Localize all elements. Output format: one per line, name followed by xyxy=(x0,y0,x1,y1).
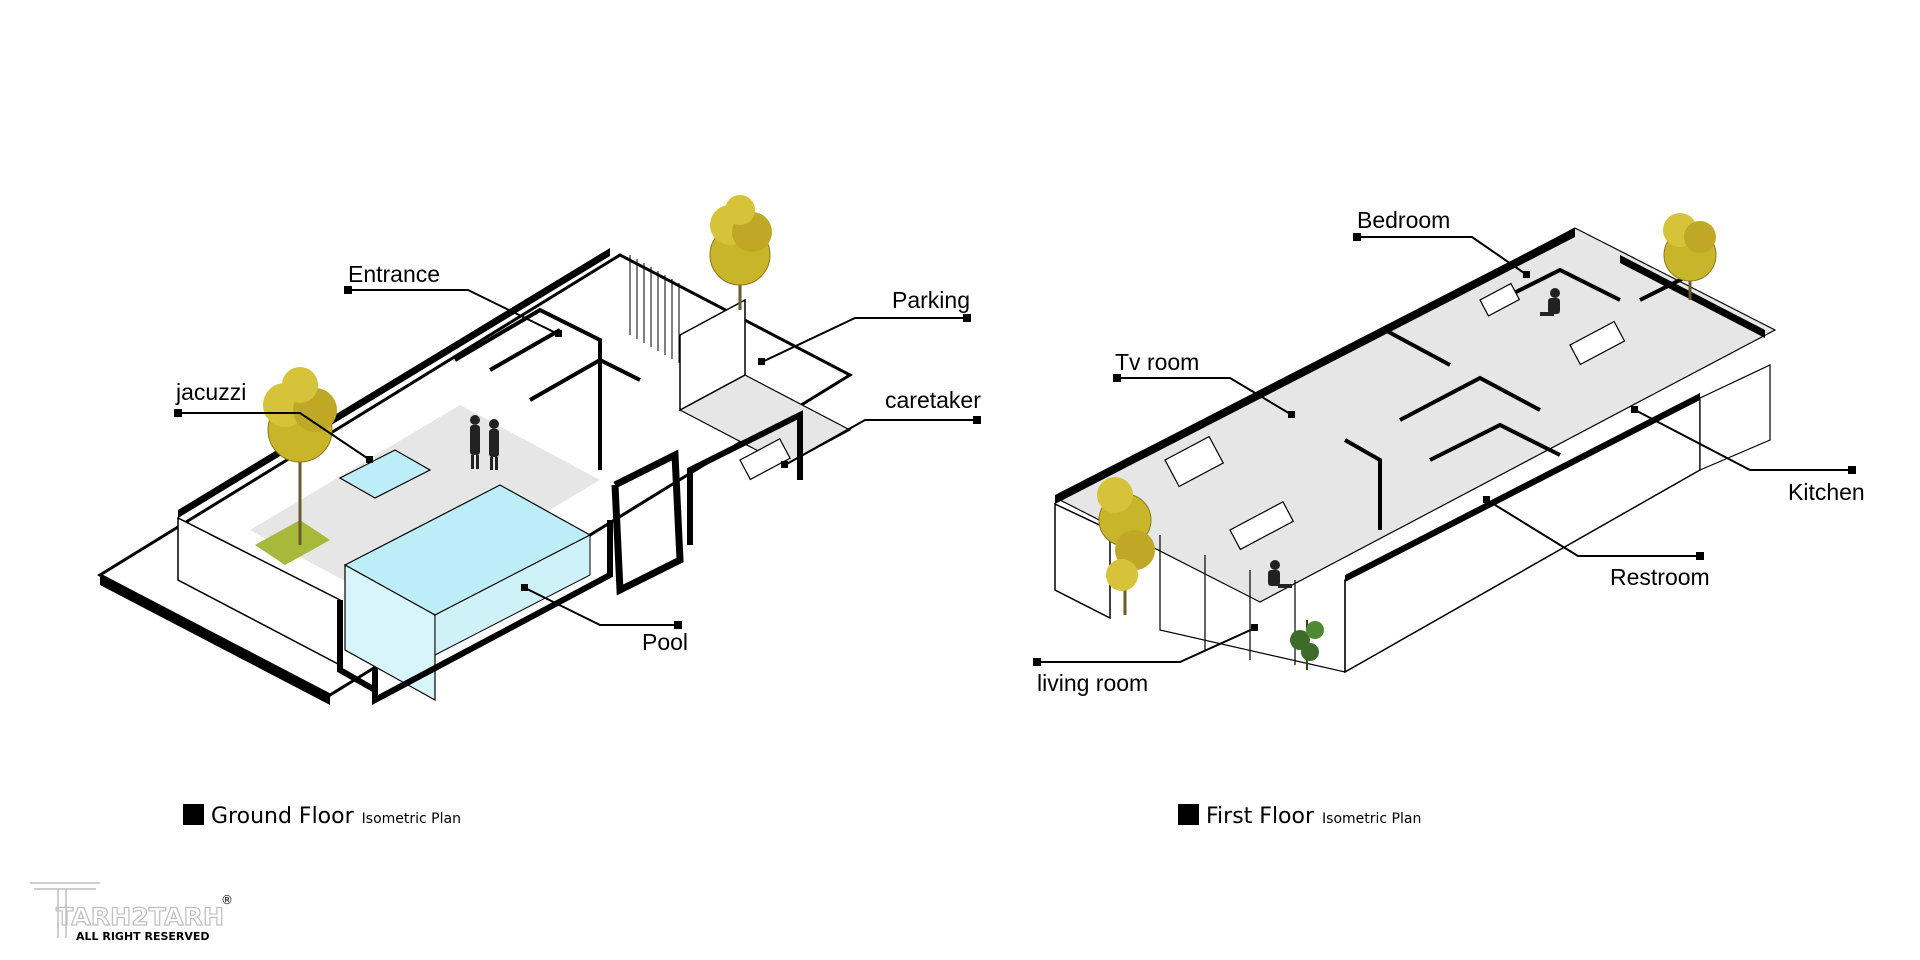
watermark-brand: TARH2TARH xyxy=(56,903,224,931)
jacuzzi-tub xyxy=(338,449,432,499)
label-living-room: living room xyxy=(1037,670,1148,696)
caption-square-ground xyxy=(183,804,204,825)
label-parking: Parking xyxy=(892,287,970,313)
brand-watermark: TARH2TARH ALL RIGHT RESERVED ® xyxy=(30,882,233,943)
first-floor-plan: Bedroom Tv room Kitchen Restroom living … xyxy=(1033,207,1865,696)
interior-walls-3 xyxy=(529,357,641,402)
first-back-wall-right xyxy=(1620,255,1765,338)
people-silhouettes xyxy=(470,415,499,470)
first-front-wall-edge xyxy=(1345,393,1700,582)
caretaker-bed xyxy=(739,438,791,481)
pool-side-glass xyxy=(434,534,591,656)
ground-leaders xyxy=(178,289,977,626)
pool-frame-2 xyxy=(372,520,613,705)
ground-leader-dots xyxy=(174,286,981,629)
tree-bedroom xyxy=(1663,213,1717,300)
caption-square-first xyxy=(1178,804,1199,825)
grass-patch xyxy=(255,520,330,565)
courtyard-floor xyxy=(250,405,600,605)
living-glazing xyxy=(1159,535,1346,673)
label-pool: Pool xyxy=(642,629,688,655)
pool-front-glass xyxy=(344,563,436,702)
caretaker-room-frame xyxy=(611,449,684,596)
label-caretaker: caretaker xyxy=(885,387,981,413)
first-interior-walls xyxy=(1309,267,1701,530)
label-bedroom: Bedroom xyxy=(1357,207,1450,233)
ground-slab-edge xyxy=(100,575,330,705)
tree-living-room xyxy=(1097,477,1155,615)
first-left-block xyxy=(1054,502,1111,620)
interior-walls xyxy=(453,307,602,470)
label-jacuzzi: jacuzzi xyxy=(175,379,246,405)
ground-floor-plan: Entrance Parking jacuzzi caretaker Pool xyxy=(96,195,981,705)
tree-parking xyxy=(709,195,772,310)
pool-frame xyxy=(337,600,378,696)
first-leaders xyxy=(1037,236,1852,663)
stair-slats xyxy=(629,255,680,363)
watermark-registered-mark: ® xyxy=(221,893,233,907)
label-entrance: Entrance xyxy=(348,261,440,287)
caretaker-room-frame-2 xyxy=(687,410,803,545)
first-furniture xyxy=(1164,282,1626,551)
label-kitchen: Kitchen xyxy=(1788,479,1865,505)
watermark-rights: ALL RIGHT RESERVED xyxy=(76,930,210,943)
label-tv-room: Tv room xyxy=(1115,349,1199,375)
first-people-silhouettes xyxy=(1268,288,1560,588)
plant-living-room xyxy=(1290,620,1324,670)
label-restroom: Restroom xyxy=(1610,564,1710,590)
first-leader-dots xyxy=(1033,233,1856,666)
parking-back-wall xyxy=(679,298,746,412)
interior-walls-2 xyxy=(489,328,561,372)
watermark-logo xyxy=(30,882,100,938)
kitchen-glazing xyxy=(1699,364,1771,471)
